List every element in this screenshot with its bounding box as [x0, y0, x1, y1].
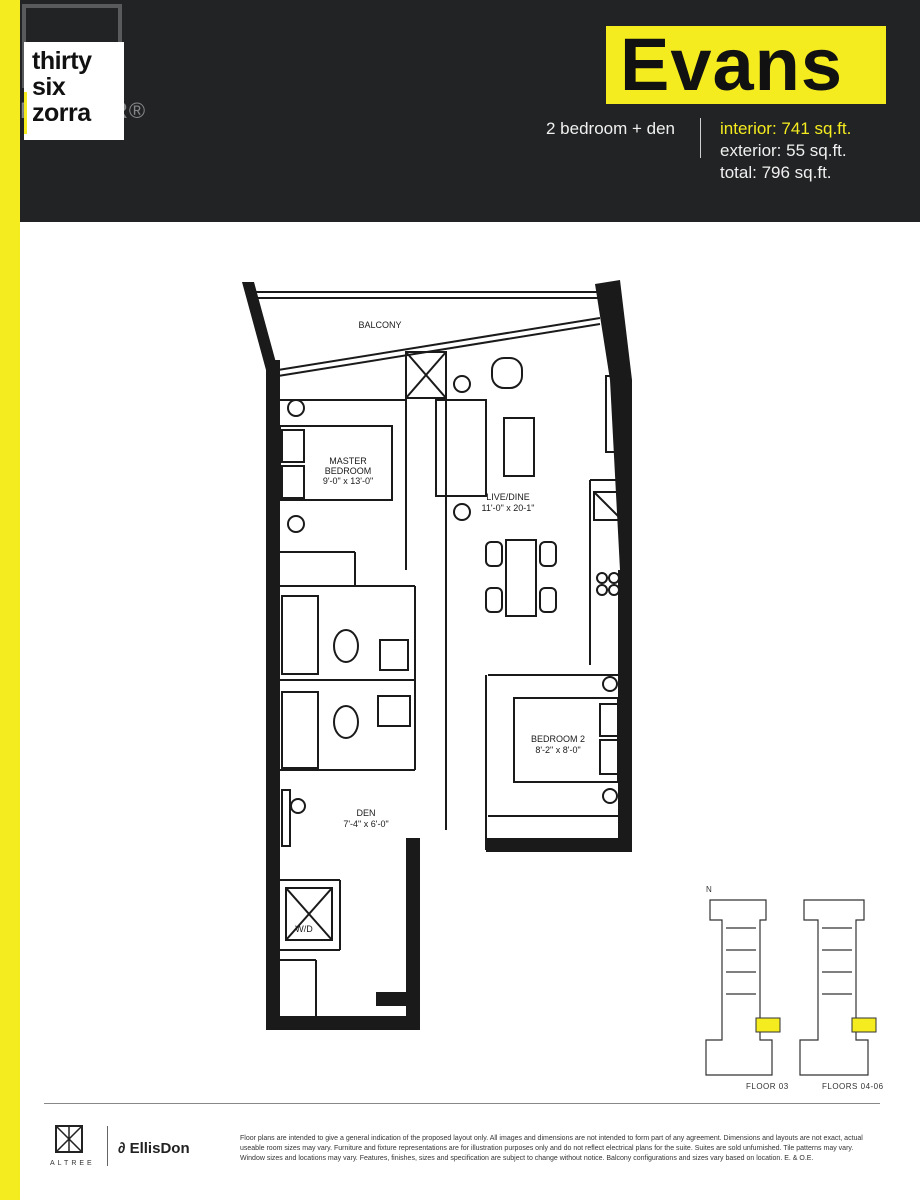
suite-type: 2 bedroom + den	[546, 119, 676, 138]
ellisdon-logo: ∂ EllisDon	[118, 1140, 190, 1157]
key-plan: N	[705, 885, 877, 1076]
wall-bottom-right	[486, 838, 632, 852]
floors-04-06-label: FLOORS 04-06	[822, 1082, 884, 1091]
wall-den-right	[406, 848, 420, 1028]
ellisdon-icon: ∂	[118, 1140, 130, 1157]
footer-divider	[44, 1103, 880, 1104]
floor-03-label: FLOOR 03	[746, 1082, 789, 1091]
label-master-dims: 9'-0" x 13'-0"	[323, 476, 373, 486]
logo-line-2: six	[32, 73, 66, 101]
label-den: DEN	[356, 808, 375, 818]
interior-area: interior: 741 sq.ft.	[720, 119, 852, 138]
total-area: total: 796 sq.ft.	[720, 163, 832, 182]
floor-plan: BALCONY MASTER BEDROOM 9'-0" x 13'-0" LI…	[242, 280, 632, 1030]
label-master-1: MASTER	[329, 456, 367, 466]
accent-strip	[0, 0, 20, 1200]
header-banner: REALTOR® thirty six zorra Evans 2 bedroo…	[20, 0, 920, 222]
label-live-dine-dims: 11'-0" x 20-1"	[482, 503, 535, 513]
exterior-area: exterior: 55 sq.ft.	[720, 141, 847, 160]
project-logo: thirty six zorra	[24, 42, 124, 140]
wall-entry	[376, 992, 420, 1006]
area-specs: interior: 741 sq.ft. exterior: 55 sq.ft.…	[720, 118, 851, 184]
label-balcony: BALCONY	[358, 320, 401, 330]
label-bedroom2: BEDROOM 2	[531, 734, 585, 744]
highlight-floor-03	[755, 1017, 781, 1033]
wall-step	[406, 838, 420, 850]
ellisdon-wordmark: EllisDon	[129, 1140, 190, 1157]
suite-name-highlight	[606, 26, 886, 104]
wall-right-outer	[595, 280, 632, 570]
north-label: N	[706, 885, 712, 894]
suite-name: Evans	[620, 23, 844, 106]
logo-line-3: zorra	[32, 99, 91, 127]
label-wd: W/D	[295, 924, 313, 934]
logo-divider	[107, 1126, 108, 1166]
highlight-floors-04-06	[851, 1017, 877, 1033]
altree-wordmark: ALTREE	[50, 1160, 95, 1167]
wall-left	[266, 360, 280, 1030]
label-bedroom2-dims: 8'-2" x 8'-0"	[535, 745, 580, 755]
logo-accent	[24, 92, 27, 134]
altree-logo-icon	[55, 1125, 83, 1153]
wall-bottom	[266, 1016, 420, 1030]
label-den-dims: 7'-4" x 6'-0"	[343, 819, 388, 829]
label-master-2: BEDROOM	[325, 466, 372, 476]
label-live-dine: LIVE/DINE	[486, 492, 530, 502]
disclaimer-text: Floor plans are intended to give a gener…	[240, 1135, 863, 1162]
specs-divider	[700, 118, 701, 158]
logo-line-1: thirty	[32, 47, 92, 75]
